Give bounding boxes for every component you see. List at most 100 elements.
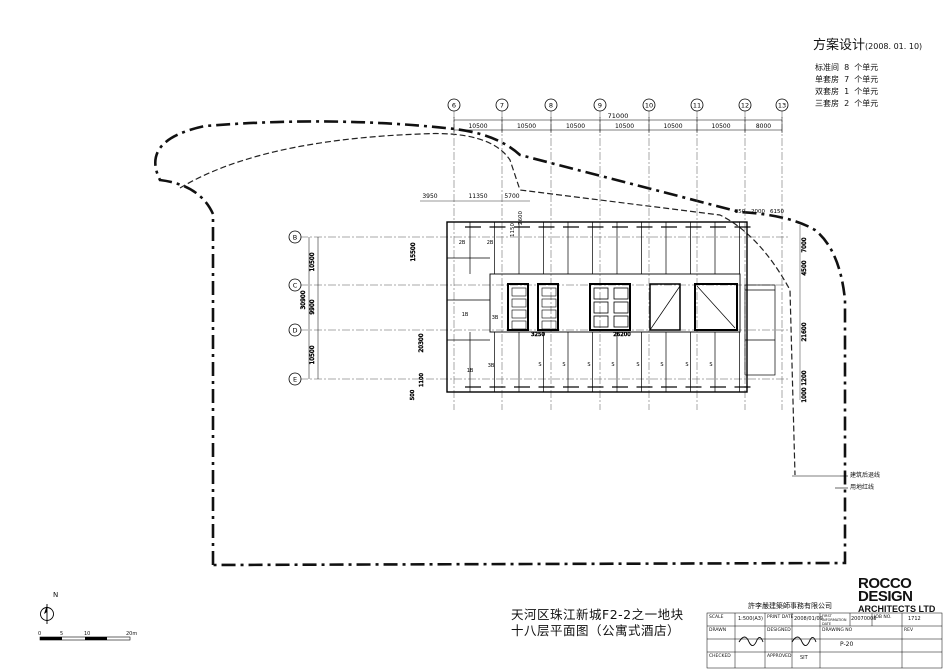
lift-car bbox=[593, 315, 609, 328]
grid-col-label: 7 bbox=[500, 102, 504, 110]
stair-step bbox=[511, 309, 527, 319]
room-label: S bbox=[538, 362, 541, 368]
tb-approved-label: APPROVED bbox=[767, 654, 792, 659]
grid-row-label: E bbox=[293, 376, 297, 384]
grid-col-label: 8 bbox=[549, 102, 553, 110]
unit-legend: 标准间 8 个单元 单套房 7 个单元 双套房 1 个单元 三套房 2 个单元 bbox=[815, 62, 878, 110]
rocco-logo: ROCCO DESIGN ARCHITECTS LTD bbox=[858, 576, 936, 616]
grid-col-label: 6 bbox=[452, 102, 456, 110]
room-partitions bbox=[447, 222, 776, 392]
tb-drawn-label: DRAWN bbox=[709, 628, 727, 633]
grid-bubble-col bbox=[593, 98, 607, 112]
dim-corridor: 3250 bbox=[531, 332, 545, 338]
tb-checked-label: CHECKED bbox=[709, 654, 731, 659]
dim-span: 10500 bbox=[566, 123, 585, 130]
dim-right-side: 7000 bbox=[801, 237, 808, 252]
grid-bubble-col bbox=[544, 98, 558, 112]
stair-core-2 bbox=[537, 283, 559, 331]
left-dimension-strip: 3090010500990010500155002030050011007000… bbox=[300, 225, 808, 403]
dim-left-outer: 30900 bbox=[300, 290, 307, 309]
service-diag bbox=[696, 285, 736, 329]
dim-upper-left: 5700 bbox=[504, 193, 519, 200]
scale-bar bbox=[39, 636, 131, 641]
setback-line bbox=[179, 132, 796, 476]
grid-bubble-col bbox=[775, 98, 789, 112]
dim-bottom-left: 500 bbox=[410, 389, 416, 400]
lift-core-1 bbox=[589, 283, 631, 331]
north-label: N bbox=[53, 591, 59, 599]
design-date: (2008. 01. 10) bbox=[865, 42, 923, 51]
dim-left-inner: 10500 bbox=[309, 345, 316, 364]
dim-total: 71000 bbox=[608, 112, 629, 120]
project-title-line1: 天河区珠江新城F2-2之一地块 bbox=[511, 607, 684, 622]
dim-right-side: 4500 bbox=[801, 260, 808, 275]
north-arrow bbox=[40, 604, 54, 624]
lift-car bbox=[613, 315, 629, 328]
dim-upper-left: 11350 bbox=[468, 193, 487, 200]
room-label: 2B bbox=[459, 240, 466, 246]
stair-step bbox=[541, 287, 557, 297]
lift-car bbox=[613, 301, 629, 314]
stair-step bbox=[541, 309, 557, 319]
grid-bubble-row bbox=[288, 230, 302, 244]
grid-col-label: 13 bbox=[778, 102, 786, 110]
room-label: S bbox=[709, 362, 712, 368]
tb-job-no-label: JOB NO. bbox=[874, 615, 892, 620]
stair-step bbox=[511, 287, 527, 297]
dim-left-core: 20300 bbox=[418, 333, 425, 352]
tb-designed-label: DESIGNED bbox=[767, 628, 791, 633]
grid-col-label: 11 bbox=[693, 102, 701, 110]
logo-line3: ARCHITECTS LTD bbox=[858, 604, 936, 614]
dim-span: 10500 bbox=[663, 123, 682, 130]
stair-core-1 bbox=[507, 283, 529, 331]
dim-left-small: 15500 bbox=[410, 242, 417, 261]
dim-span: 8000 bbox=[756, 123, 771, 130]
tb-print-date-label: PRINT DATE bbox=[767, 615, 794, 620]
room-label: S bbox=[660, 362, 663, 368]
grid-bubble-col bbox=[690, 98, 704, 112]
tb-drawing-no-label: DRAWING NO bbox=[822, 628, 853, 633]
dim-bottom-left: 1100 bbox=[419, 373, 425, 387]
site-red-line bbox=[154, 120, 847, 567]
service-diag bbox=[649, 285, 681, 331]
room-label: 2B bbox=[487, 240, 494, 246]
grid-bubble-row bbox=[288, 372, 302, 386]
grid-col-label: 9 bbox=[598, 102, 602, 110]
lift-car bbox=[613, 287, 629, 300]
title-block-grid bbox=[706, 612, 943, 669]
dim-upper-right: 6150 bbox=[770, 209, 784, 215]
grid-bubble-row bbox=[288, 278, 302, 292]
dim-right-side: 21600 bbox=[801, 322, 808, 341]
grid-row-label: D bbox=[292, 327, 297, 335]
site-boundary bbox=[154, 120, 847, 567]
stair-step bbox=[511, 298, 527, 308]
dim-span: 10500 bbox=[517, 123, 536, 130]
dim-right-side: 1200 bbox=[801, 370, 808, 385]
grid-bubble-row bbox=[288, 323, 302, 337]
tb-approved-value: SIT bbox=[800, 655, 808, 661]
grid-row-label: B bbox=[293, 234, 297, 242]
room-label: 1B bbox=[462, 312, 469, 318]
dim-core-top: 2600 bbox=[518, 211, 524, 225]
room-label: 3B bbox=[492, 315, 499, 321]
project-title: 天河区珠江新城F2-2之一地块 十八层平面图（公寓式酒店） bbox=[511, 607, 684, 639]
scale-label-20: 20m bbox=[126, 631, 138, 637]
dim-left-inner: 9900 bbox=[309, 299, 316, 314]
grid-bubble-col bbox=[447, 98, 461, 112]
stair-step bbox=[541, 320, 557, 330]
scale-label-5: 5 bbox=[60, 631, 64, 637]
firm-name: 許李嚴建築師事務有限公司 bbox=[748, 602, 832, 610]
dim-span: 10500 bbox=[468, 123, 487, 130]
design-title: 方案设计 bbox=[813, 38, 866, 53]
scale-label-10: 10 bbox=[84, 631, 91, 637]
tb-scale-value: 1:500(A3) bbox=[738, 616, 763, 622]
legend-row: 单套房 7 个单元 bbox=[815, 75, 879, 84]
building-footprint bbox=[446, 221, 748, 393]
dim-upper-right: 2000 bbox=[751, 209, 765, 215]
room-label: S bbox=[562, 362, 565, 368]
grid-row-label: C bbox=[293, 282, 298, 290]
tb-print-date-value: 2008/01/09 bbox=[794, 616, 823, 622]
